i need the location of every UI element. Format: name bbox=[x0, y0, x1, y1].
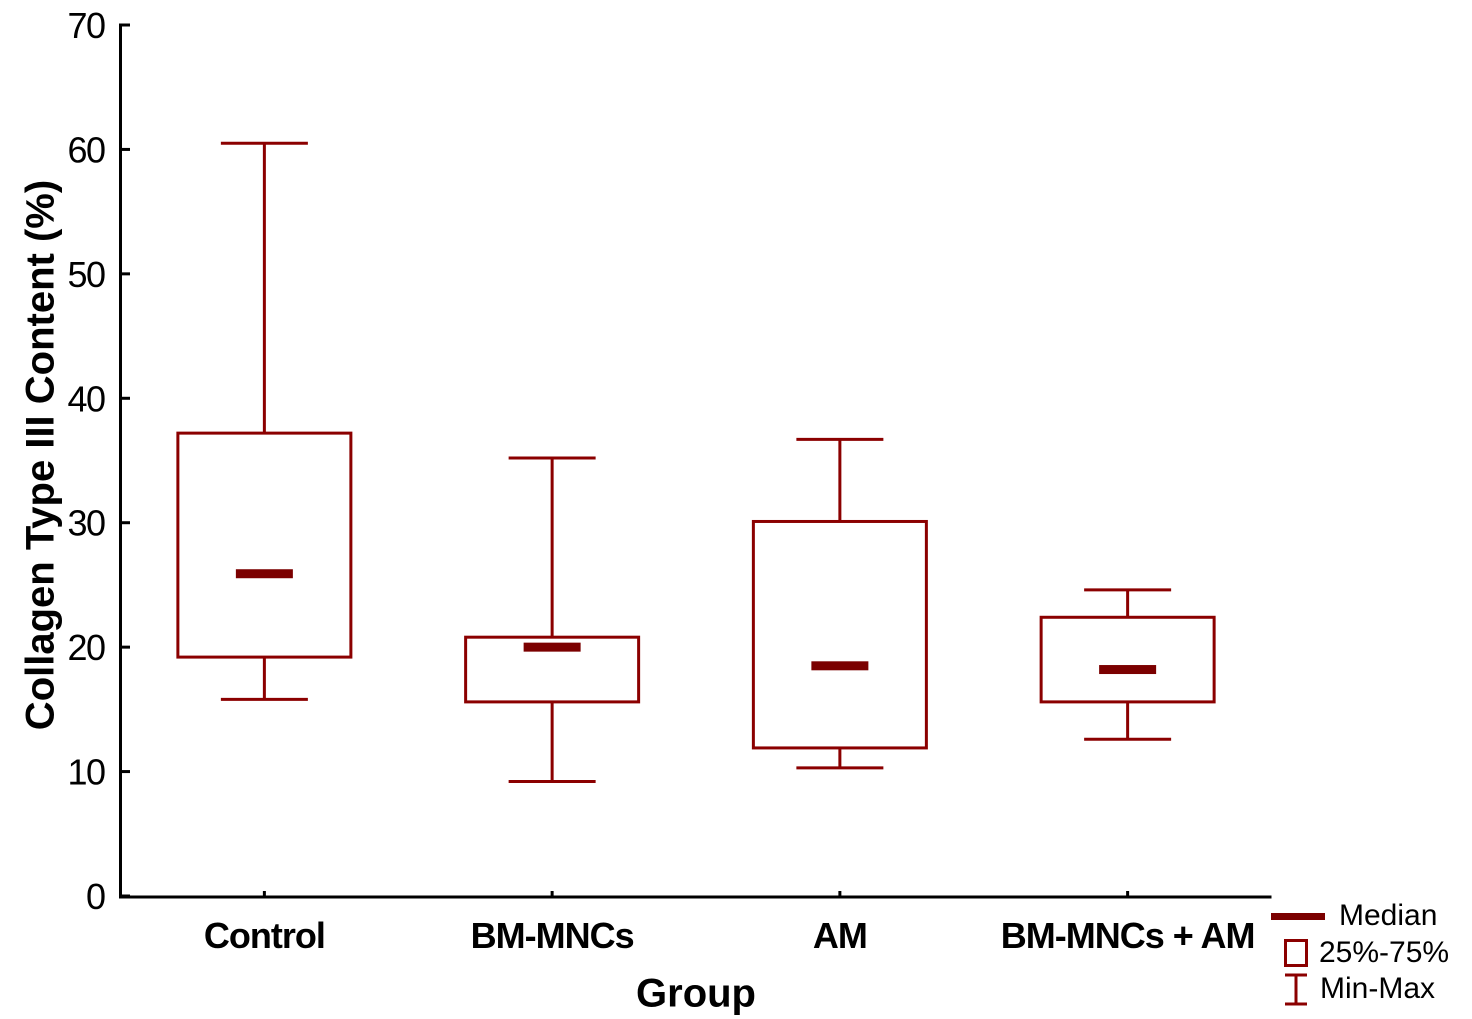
legend-label-median: Median bbox=[1339, 899, 1438, 932]
y-tick-label: 0 bbox=[86, 876, 105, 917]
box-legend-icon bbox=[1284, 939, 1308, 967]
median-bar-bm-mncs-am bbox=[1099, 665, 1157, 675]
legend-item-minmax: Min-Max bbox=[1283, 972, 1435, 1006]
legend-item-median: Median bbox=[1271, 899, 1438, 932]
category-label-bm-mncs: BM-MNCs bbox=[471, 915, 634, 956]
median-bar-bm-mncs bbox=[523, 642, 581, 652]
y-tick-label: 50 bbox=[67, 254, 105, 295]
y-tick-label: 10 bbox=[67, 752, 105, 793]
min-max-whisker-legend-icon bbox=[1285, 973, 1307, 1005]
iqr-box-bm-mncs-am bbox=[1039, 615, 1216, 704]
x-axis-title: Group bbox=[636, 971, 756, 1016]
category-label-bm-mncs-am: BM-MNCs + AM bbox=[1001, 915, 1255, 956]
median-legend-icon bbox=[1271, 912, 1325, 920]
y-tick-label: 30 bbox=[67, 503, 105, 544]
legend-item-box: 25%-75% bbox=[1284, 936, 1450, 969]
category-label-control: Control bbox=[204, 915, 325, 956]
median-bar-control bbox=[235, 569, 293, 579]
y-tick-label: 20 bbox=[67, 627, 105, 668]
y-tick-label: 40 bbox=[67, 378, 105, 419]
iqr-box-control bbox=[176, 431, 353, 659]
iqr-box-am bbox=[751, 519, 928, 750]
category-label-am: AM bbox=[813, 915, 867, 956]
y-axis-title: Collagen Type III Content (%) bbox=[18, 179, 63, 731]
median-bar-am bbox=[811, 661, 869, 671]
y-tick-label: 60 bbox=[67, 129, 105, 170]
y-tick-label: 70 bbox=[67, 5, 105, 46]
legend-label-minmax: Min-Max bbox=[1320, 972, 1436, 1005]
legend-label-box: 25%-75% bbox=[1319, 936, 1450, 969]
